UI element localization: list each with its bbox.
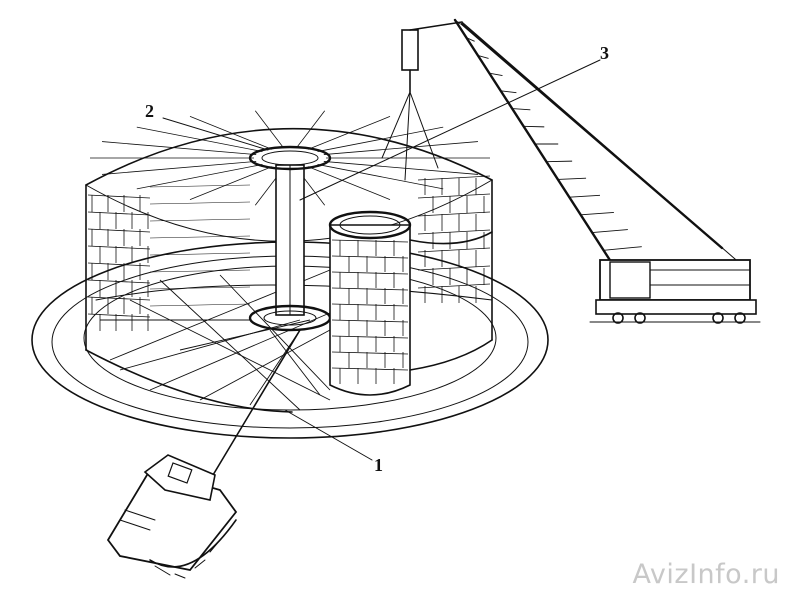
drawing-line [87,245,151,250]
drawing-line [317,126,444,152]
drawing-line [603,246,642,251]
drawing-line [129,299,331,401]
wall-brick-pattern [87,175,491,331]
drawing-line [331,367,409,371]
drawing-line [489,72,503,76]
drawing-line [149,201,251,205]
drawing-line [417,283,491,289]
central-column [248,145,332,332]
drawing-line [331,351,409,355]
drawing-line [87,194,151,199]
drawing-line [417,193,491,199]
drawing-line [417,229,491,235]
label-3: 3 [600,43,609,63]
drawing-line [466,37,475,42]
drawing-line [87,228,151,233]
floor-cable-lines [100,269,361,411]
drawing-line [417,175,491,181]
drawing-line [199,329,331,401]
drawing-line [149,299,361,391]
drawing-line [269,329,321,396]
drawing-line [87,313,151,318]
drawing-line [295,110,326,149]
drawing-line [254,110,285,149]
drawing-line [417,265,491,271]
drawing-line [454,19,461,25]
drawing-line [417,211,491,217]
drawing-line [219,274,331,391]
drawing-line [136,126,263,152]
drawing-line [149,218,251,222]
drawing-line [500,90,517,94]
roll-brick-pattern [331,239,409,384]
drawing-line [323,161,478,175]
drawing-line [159,279,301,411]
drawing-line [557,177,587,180]
crane-hook-slings [381,29,439,181]
drawing-line [512,108,531,111]
drawing-line [417,247,491,253]
drawing-line [102,161,257,175]
drawing-line [580,212,614,216]
callout-leader-lines [162,59,601,461]
drawing-line [331,239,409,243]
watermark-text: AvizInfo.ru [632,559,780,590]
drawing-line [331,303,409,307]
drawing-line [189,116,273,150]
crane-boom-lattice [454,19,642,251]
drawing-line [149,303,251,307]
drawing-line [189,166,273,200]
crane [409,18,761,324]
drawing-line [331,271,409,275]
drawing-line [331,319,409,323]
roof-radial-spokes [90,110,490,206]
drawing-line [477,54,489,59]
drawing-line [323,141,478,155]
drawing-line [307,116,391,150]
drawing-line [331,255,409,259]
drawing-line [87,279,151,284]
drawing-line [149,286,251,290]
drawing-line [307,166,391,200]
drawing-line [149,252,251,256]
drawing-line [149,184,251,188]
label-2: 2 [145,101,154,121]
label-1: 1 [374,455,383,475]
drawing-line [317,164,444,190]
drawing-line [546,160,573,163]
drawing-line [523,125,545,128]
rolled-wall-sheet [328,210,493,396]
drawing-line [102,141,257,155]
drawing-line [87,262,151,267]
drawing-line [331,335,409,339]
tractor [106,329,301,579]
drawing-line [331,287,409,291]
drawing-line [149,235,251,239]
drawing-line [149,269,251,273]
drawing-line [569,194,601,198]
drawing-line [87,211,151,216]
drawing-line [136,164,263,190]
outer-tank-wall [85,127,493,413]
drawing-line [592,229,628,234]
